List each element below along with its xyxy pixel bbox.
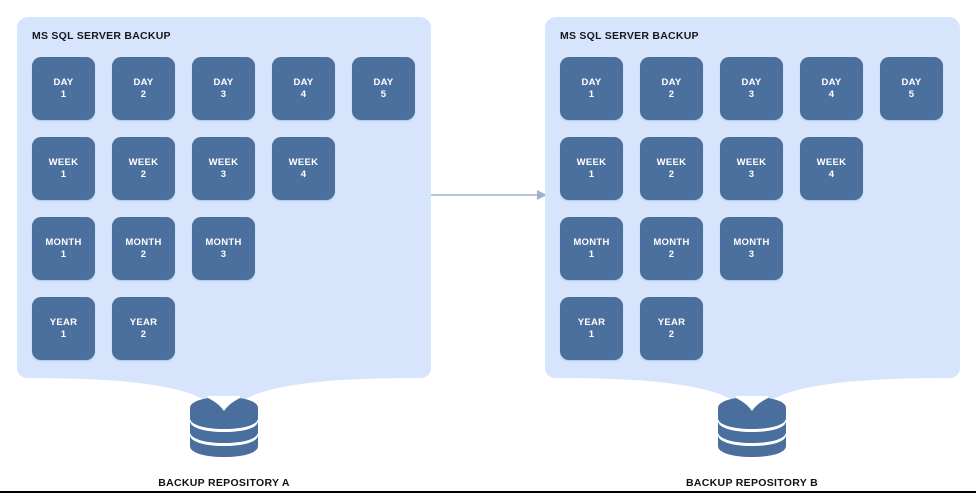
tile-month-1[interactable]: MONTH 1 xyxy=(32,217,95,280)
tile-number: 1 xyxy=(60,328,67,340)
replication-arrow xyxy=(431,190,547,200)
tile-day-5[interactable]: DAY 5 xyxy=(880,57,943,120)
tile-number: 4 xyxy=(300,88,307,100)
tile-week-4[interactable]: WEEK 4 xyxy=(272,137,335,200)
tile-unit: WEEK xyxy=(128,157,159,169)
database-notch xyxy=(208,396,240,411)
tile-year-1[interactable]: YEAR 1 xyxy=(32,297,95,360)
tile-day-4[interactable]: DAY 4 xyxy=(800,57,863,120)
tile-week-4[interactable]: WEEK 4 xyxy=(800,137,863,200)
tile-week-1[interactable]: WEEK 1 xyxy=(32,137,95,200)
tile-day-3[interactable]: DAY 3 xyxy=(192,57,255,120)
tile-day-1[interactable]: DAY 1 xyxy=(560,57,623,120)
tile-day-1[interactable]: DAY 1 xyxy=(32,57,95,120)
backup-group-a: MS SQL SERVER BACKUP DAY 1 DAY 2 DAY 3 xyxy=(0,0,470,494)
tile-number: 3 xyxy=(220,168,227,180)
tile-unit: DAY xyxy=(53,77,74,89)
bottom-divider xyxy=(0,491,976,493)
tile-unit: DAY xyxy=(213,77,234,89)
tile-number: 3 xyxy=(748,168,755,180)
tile-day-2[interactable]: DAY 2 xyxy=(640,57,703,120)
tile-number: 4 xyxy=(828,168,835,180)
tile-year-1[interactable]: YEAR 1 xyxy=(560,297,623,360)
panel-b-header: MS SQL SERVER BACKUP xyxy=(560,30,699,42)
tile-number: 4 xyxy=(828,88,835,100)
tile-unit: WEEK xyxy=(48,157,79,169)
tile-number: 2 xyxy=(140,248,147,260)
tile-number: 2 xyxy=(140,328,147,340)
tile-day-3[interactable]: DAY 3 xyxy=(720,57,783,120)
tile-unit: WEEK xyxy=(736,157,767,169)
panel-b-body: MS SQL SERVER BACKUP DAY 1 DAY 2 DAY 3 xyxy=(545,17,960,378)
tile-unit: MONTH xyxy=(653,237,690,249)
tile-number: 1 xyxy=(588,168,595,180)
tile-month-2[interactable]: MONTH 2 xyxy=(112,217,175,280)
tile-unit: DAY xyxy=(581,77,602,89)
tile-number: 2 xyxy=(668,248,675,260)
database-notch xyxy=(736,396,768,411)
tile-year-2[interactable]: YEAR 2 xyxy=(112,297,175,360)
panel-a-header: MS SQL SERVER BACKUP xyxy=(32,30,171,42)
tile-week-2[interactable]: WEEK 2 xyxy=(112,137,175,200)
tile-number: 2 xyxy=(668,168,675,180)
tile-week-3[interactable]: WEEK 3 xyxy=(192,137,255,200)
repository-b-label: BACKUP REPOSITORY B xyxy=(686,477,818,489)
tile-month-3[interactable]: MONTH 3 xyxy=(720,217,783,280)
tile-number: 2 xyxy=(140,168,147,180)
panel-a-body: MS SQL SERVER BACKUP DAY 1 DAY 2 DAY 3 xyxy=(17,17,431,378)
tile-number: 4 xyxy=(300,168,307,180)
tile-day-4[interactable]: DAY 4 xyxy=(272,57,335,120)
backup-group-b: MS SQL SERVER BACKUP DAY 1 DAY 2 DAY 3 xyxy=(528,0,976,494)
tile-number: 2 xyxy=(668,88,675,100)
tile-number: 2 xyxy=(140,88,147,100)
tile-unit: MONTH xyxy=(205,237,242,249)
tile-number: 1 xyxy=(60,168,67,180)
tile-unit: YEAR xyxy=(49,317,78,329)
tile-month-1[interactable]: MONTH 1 xyxy=(560,217,623,280)
tile-unit: DAY xyxy=(293,77,314,89)
repository-a-label: BACKUP REPOSITORY A xyxy=(158,477,290,489)
tile-month-3[interactable]: MONTH 3 xyxy=(192,217,255,280)
tile-unit: WEEK xyxy=(656,157,687,169)
tile-number: 5 xyxy=(908,88,915,100)
tile-unit: DAY xyxy=(741,77,762,89)
tile-number: 2 xyxy=(668,328,675,340)
tile-unit: DAY xyxy=(373,77,394,89)
tile-unit: WEEK xyxy=(576,157,607,169)
tile-unit: WEEK xyxy=(208,157,239,169)
tile-unit: DAY xyxy=(901,77,922,89)
tile-unit: YEAR xyxy=(577,317,606,329)
tile-number: 1 xyxy=(588,328,595,340)
tile-number: 3 xyxy=(220,88,227,100)
tile-unit: YEAR xyxy=(129,317,158,329)
tile-month-2[interactable]: MONTH 2 xyxy=(640,217,703,280)
tile-unit: MONTH xyxy=(573,237,610,249)
tile-year-2[interactable]: YEAR 2 xyxy=(640,297,703,360)
tile-unit: MONTH xyxy=(125,237,162,249)
tile-week-1[interactable]: WEEK 1 xyxy=(560,137,623,200)
tile-number: 5 xyxy=(380,88,387,100)
tile-number: 3 xyxy=(748,88,755,100)
tile-day-5[interactable]: DAY 5 xyxy=(352,57,415,120)
tile-unit: DAY xyxy=(661,77,682,89)
tile-number: 3 xyxy=(748,248,755,260)
database-icon xyxy=(718,396,786,457)
tile-unit: DAY xyxy=(133,77,154,89)
tile-unit: DAY xyxy=(821,77,842,89)
tile-number: 1 xyxy=(60,248,67,260)
tile-week-3[interactable]: WEEK 3 xyxy=(720,137,783,200)
tile-number: 1 xyxy=(60,88,67,100)
tile-number: 1 xyxy=(588,88,595,100)
tile-number: 1 xyxy=(588,248,595,260)
tile-unit: WEEK xyxy=(816,157,847,169)
tile-unit: MONTH xyxy=(733,237,770,249)
tile-day-2[interactable]: DAY 2 xyxy=(112,57,175,120)
tile-week-2[interactable]: WEEK 2 xyxy=(640,137,703,200)
tile-number: 3 xyxy=(220,248,227,260)
tile-unit: MONTH xyxy=(45,237,82,249)
tile-unit: YEAR xyxy=(657,317,686,329)
database-icon xyxy=(190,396,258,457)
tile-unit: WEEK xyxy=(288,157,319,169)
